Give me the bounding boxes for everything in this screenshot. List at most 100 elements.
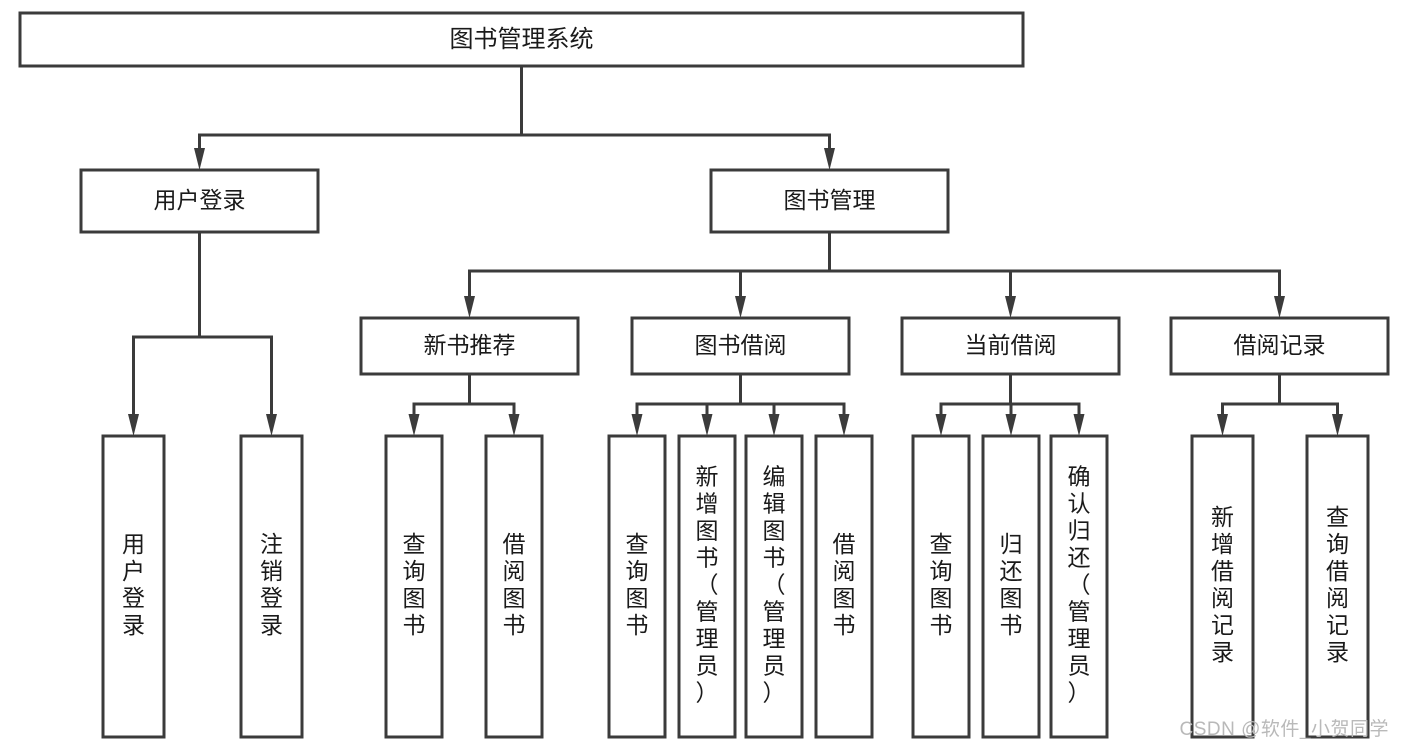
svg-text:销: 销 bbox=[260, 558, 283, 584]
node-label-user-login: 用户登录 bbox=[154, 187, 246, 213]
svg-text:借: 借 bbox=[503, 531, 526, 557]
node-box-book-manage[interactable] bbox=[709, 168, 950, 234]
svg-text:登: 登 bbox=[260, 585, 283, 611]
svg-text:管: 管 bbox=[1068, 599, 1091, 625]
arrow-head-icon bbox=[735, 296, 746, 318]
node-borrow-record[interactable]: 借阅记录 bbox=[1169, 316, 1390, 376]
svg-text:辑: 辑 bbox=[763, 491, 786, 517]
svg-text:记: 记 bbox=[1211, 612, 1234, 638]
node-box-leaf-user-logout[interactable] bbox=[239, 434, 304, 739]
arrow-head-icon bbox=[194, 148, 205, 170]
node-book-manage[interactable]: 图书管理 bbox=[709, 168, 950, 234]
svg-text:还: 还 bbox=[1000, 558, 1023, 584]
node-box-user-login[interactable] bbox=[79, 168, 320, 234]
svg-text:员: 员 bbox=[696, 653, 719, 679]
svg-text:书: 书 bbox=[403, 612, 426, 638]
svg-text:（: （ bbox=[1068, 572, 1091, 598]
node-leaf-user-login[interactable]: 用户登录 bbox=[101, 434, 166, 739]
node-box-current-borrow[interactable] bbox=[900, 316, 1121, 376]
arrow-head-icon bbox=[701, 414, 713, 436]
node-box-leaf-borrow-borrow-book[interactable] bbox=[814, 434, 874, 739]
arrow-head-icon bbox=[935, 414, 947, 436]
svg-text:询: 询 bbox=[626, 558, 649, 584]
svg-text:书: 书 bbox=[503, 612, 526, 638]
svg-text:图: 图 bbox=[930, 585, 953, 611]
svg-text:查: 查 bbox=[930, 531, 953, 557]
node-book-borrow[interactable]: 图书借阅 bbox=[630, 316, 851, 376]
node-box-book-borrow[interactable] bbox=[630, 316, 851, 376]
connector-edges-layer bbox=[128, 64, 1343, 436]
svg-text:图: 图 bbox=[763, 518, 786, 544]
arrow-head-icon bbox=[768, 414, 780, 436]
node-box-leaf-borrow-query-book[interactable] bbox=[607, 434, 667, 739]
svg-text:书: 书 bbox=[626, 612, 649, 638]
node-box-leaf-cur-query-book[interactable] bbox=[911, 434, 971, 739]
svg-text:新: 新 bbox=[1211, 504, 1234, 530]
arrow-head-icon bbox=[508, 414, 520, 436]
node-box-leaf-rec-query-book[interactable] bbox=[384, 434, 444, 739]
svg-text:管: 管 bbox=[696, 599, 719, 625]
svg-text:图: 图 bbox=[833, 585, 856, 611]
svg-text:阅: 阅 bbox=[1326, 585, 1349, 611]
node-box-root[interactable] bbox=[18, 11, 1025, 68]
arrow-head-icon bbox=[1005, 414, 1017, 436]
svg-text:录: 录 bbox=[260, 612, 283, 638]
node-box-new-book-rec[interactable] bbox=[359, 316, 580, 376]
svg-text:注: 注 bbox=[260, 531, 283, 557]
arrow-head-icon bbox=[1274, 296, 1285, 318]
nodes-layer: 图书管理系统用户登录图书管理新书推荐图书借阅当前借阅借阅记录用户登录注销登录查询… bbox=[18, 11, 1390, 739]
node-box-borrow-record[interactable] bbox=[1169, 316, 1390, 376]
node-box-leaf-rec-query-record[interactable] bbox=[1305, 434, 1370, 739]
svg-text:（: （ bbox=[696, 572, 719, 598]
svg-text:）: ） bbox=[1068, 680, 1091, 706]
arrow-head-icon bbox=[1005, 296, 1016, 318]
svg-text:询: 询 bbox=[930, 558, 953, 584]
svg-text:借: 借 bbox=[1211, 558, 1234, 584]
node-box-leaf-rec-borrow-book[interactable] bbox=[484, 434, 544, 739]
node-label-new-book-rec: 新书推荐 bbox=[424, 332, 516, 358]
svg-text:图: 图 bbox=[503, 585, 526, 611]
node-user-login[interactable]: 用户登录 bbox=[79, 168, 320, 234]
node-current-borrow[interactable]: 当前借阅 bbox=[900, 316, 1121, 376]
svg-text:员: 员 bbox=[763, 653, 786, 679]
svg-text:用: 用 bbox=[122, 531, 145, 557]
svg-text:理: 理 bbox=[696, 626, 719, 652]
arrow-head-icon bbox=[1073, 414, 1085, 436]
node-root[interactable]: 图书管理系统 bbox=[18, 11, 1025, 68]
arrow-head-icon bbox=[1217, 414, 1228, 436]
node-box-leaf-borrow-edit-book[interactable] bbox=[744, 434, 804, 739]
node-box-leaf-cur-return-book[interactable] bbox=[981, 434, 1041, 739]
svg-text:图: 图 bbox=[1000, 585, 1023, 611]
watermark-text: CSDN @软件_小贺同学 bbox=[1179, 719, 1389, 740]
arrow-head-icon bbox=[128, 414, 139, 436]
node-box-leaf-rec-add-record[interactable] bbox=[1190, 434, 1255, 739]
node-new-book-rec[interactable]: 新书推荐 bbox=[359, 316, 580, 376]
arrow-head-icon bbox=[824, 148, 835, 170]
node-label-current-borrow: 当前借阅 bbox=[965, 332, 1057, 358]
svg-text:书: 书 bbox=[930, 612, 953, 638]
svg-text:还: 还 bbox=[1068, 545, 1091, 571]
connector-from-root bbox=[194, 64, 835, 170]
node-box-leaf-borrow-add-book[interactable] bbox=[677, 434, 737, 739]
node-box-leaf-cur-confirm-return[interactable] bbox=[1049, 434, 1109, 739]
svg-text:户: 户 bbox=[122, 558, 145, 584]
node-label-leaf-user-login: 用户登录 bbox=[122, 531, 145, 638]
node-box-leaf-user-login[interactable] bbox=[101, 434, 166, 739]
connector-from-book-borrow bbox=[631, 372, 850, 436]
